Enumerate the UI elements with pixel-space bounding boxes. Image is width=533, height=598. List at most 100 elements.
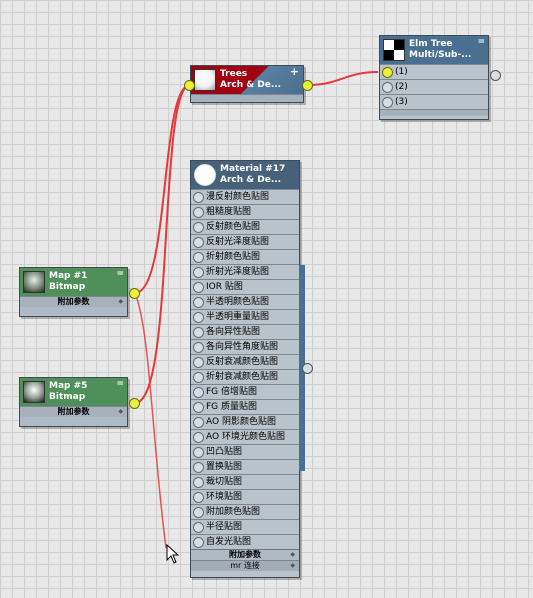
node-map1-footer[interactable]: 附加参数 ◆: [20, 296, 127, 307]
extra-params-label: 附加参数: [229, 550, 261, 559]
material-slot[interactable]: 漫反射颜色贴图: [191, 189, 299, 204]
slot-port-icon[interactable]: [193, 327, 204, 338]
slot-port-icon[interactable]: [193, 237, 204, 248]
node-map5-footer[interactable]: 附加参数 ◆: [20, 406, 127, 417]
slot-port-icon[interactable]: [382, 97, 393, 108]
node-elm-title: Elm Tree: [409, 39, 453, 49]
collapse-button[interactable]: =: [116, 269, 124, 279]
slot-port-icon[interactable]: [193, 222, 204, 233]
tree-bitmap-icon: [23, 271, 45, 293]
node-trees[interactable]: Trees Arch & De... +: [190, 65, 304, 103]
node-trees-footer[interactable]: [191, 94, 303, 101]
node-map5-header[interactable]: Map #5 Bitmap =: [20, 378, 127, 406]
slot-port-icon[interactable]: [193, 387, 204, 398]
material-slot[interactable]: 半透明重量贴图: [191, 309, 299, 324]
material-slot[interactable]: 凹凸贴图: [191, 444, 299, 459]
material-slot[interactable]: 自发光贴图: [191, 534, 299, 549]
collapse-button[interactable]: =: [116, 379, 124, 389]
material-slot[interactable]: 各向异性角度贴图: [191, 339, 299, 354]
slot-port-icon[interactable]: [193, 492, 204, 503]
material-slot[interactable]: FG 质量贴图: [191, 399, 299, 414]
material-slot[interactable]: 半径贴图: [191, 519, 299, 534]
material-slot[interactable]: 粗糙度贴图: [191, 204, 299, 219]
node-trees-header[interactable]: Trees Arch & De... +: [191, 66, 303, 94]
map1-output-port[interactable]: [129, 288, 140, 299]
slot-port-icon[interactable]: [193, 507, 204, 518]
material-slot[interactable]: AO 阴影颜色贴图: [191, 414, 299, 429]
material-slot[interactable]: 折射光泽度贴图: [191, 264, 299, 279]
slot-port-icon[interactable]: [193, 432, 204, 443]
slot-port-icon[interactable]: [382, 67, 393, 78]
material-slot-label: 裁切贴图: [206, 477, 243, 487]
slot-port-icon[interactable]: [193, 372, 204, 383]
material-slot-label: 各向异性角度贴图: [206, 342, 279, 352]
slot-port-icon[interactable]: [193, 267, 204, 278]
material-slot-label: 附加颜色贴图: [206, 507, 261, 517]
extra-params-label: 附加参数: [57, 407, 90, 416]
sphere-thumbnail-icon: [194, 69, 216, 91]
elm-slot-label: (1): [395, 67, 408, 77]
slot-port-icon[interactable]: [193, 192, 204, 203]
slot-port-icon[interactable]: [193, 252, 204, 263]
slot-port-icon[interactable]: [193, 417, 204, 428]
collapse-button[interactable]: =: [477, 37, 485, 47]
slot-port-icon[interactable]: [193, 207, 204, 218]
extra-params-rollout[interactable]: 附加参数 ◆: [191, 549, 299, 560]
trees-input-port[interactable]: [184, 80, 195, 91]
node-material-17[interactable]: Material #17 Arch & De... 漫反射颜色贴图粗糙度贴图反射…: [190, 160, 300, 578]
material-slot[interactable]: 环境贴图: [191, 489, 299, 504]
slot-port-icon[interactable]: [193, 312, 204, 323]
elm-slot[interactable]: (3): [380, 94, 488, 109]
node-map-1[interactable]: Map #1 Bitmap = 附加参数 ◆: [19, 267, 128, 317]
slot-port-icon[interactable]: [193, 447, 204, 458]
slot-port-icon[interactable]: [193, 462, 204, 473]
material-slot[interactable]: 反射光泽度贴图: [191, 234, 299, 249]
slot-port-icon[interactable]: [193, 477, 204, 488]
node-map5-title: Map #5: [49, 381, 88, 391]
rollout-arrow-icon: ◆: [290, 551, 295, 558]
slot-port-icon[interactable]: [193, 402, 204, 413]
node-elm-header[interactable]: Elm Tree Multi/Sub-... =: [380, 36, 488, 64]
node-elm-tree[interactable]: Elm Tree Multi/Sub-... = (1) (2) (3): [379, 35, 489, 120]
trees-output-port[interactable]: [302, 80, 313, 91]
slot-port-icon[interactable]: [193, 537, 204, 548]
cursor-arrow-icon: [166, 544, 180, 564]
material-slot-label: AO 阴影颜色贴图: [206, 417, 276, 427]
material-slot[interactable]: FG 倍增贴图: [191, 384, 299, 399]
material-slot[interactable]: 置换贴图: [191, 459, 299, 474]
node-map1-header[interactable]: Map #1 Bitmap =: [20, 268, 127, 296]
slot-port-icon[interactable]: [193, 297, 204, 308]
material-output-port[interactable]: [302, 363, 313, 374]
node-map-5[interactable]: Map #5 Bitmap = 附加参数 ◆: [19, 377, 128, 427]
material-slot[interactable]: 反射衰减颜色贴图: [191, 354, 299, 369]
slot-port-icon[interactable]: [382, 82, 393, 93]
material-slot-label: 反射衰减颜色贴图: [206, 357, 279, 367]
mr-connection-rollout[interactable]: mr 连接 ◆: [191, 560, 299, 571]
node-map5-subtitle: Bitmap: [49, 392, 86, 402]
slot-port-icon[interactable]: [193, 342, 204, 353]
material-slot-label: FG 质量贴图: [206, 402, 258, 412]
material-slot[interactable]: 反射颜色贴图: [191, 219, 299, 234]
material-slot[interactable]: 半透明颜色贴图: [191, 294, 299, 309]
slot-port-icon[interactable]: [193, 282, 204, 293]
node-material-header[interactable]: Material #17 Arch & De...: [191, 161, 299, 189]
material-slot[interactable]: AO 环境光颜色贴图: [191, 429, 299, 444]
expand-button[interactable]: +: [289, 65, 299, 78]
elm-slot[interactable]: (2): [380, 79, 488, 94]
checker-sphere-icon: [383, 39, 405, 61]
material-slot[interactable]: 各向异性贴图: [191, 324, 299, 339]
material-slot[interactable]: 附加颜色贴图: [191, 504, 299, 519]
elm-slot[interactable]: (1): [380, 64, 488, 79]
slot-port-icon[interactable]: [193, 357, 204, 368]
material-slot[interactable]: IOR 贴图: [191, 279, 299, 294]
material-slot[interactable]: 折射颜色贴图: [191, 249, 299, 264]
elm-output-port[interactable]: [490, 70, 501, 81]
material-slot-label: 环境贴图: [206, 492, 243, 502]
node-elm-footer[interactable]: [380, 109, 488, 116]
material-slot[interactable]: 裁切贴图: [191, 474, 299, 489]
node-material-subtitle: Arch & De...: [220, 175, 282, 185]
map5-output-port[interactable]: [129, 398, 140, 409]
material-slot[interactable]: 折射衰减颜色贴图: [191, 369, 299, 384]
slot-port-icon[interactable]: [193, 522, 204, 533]
